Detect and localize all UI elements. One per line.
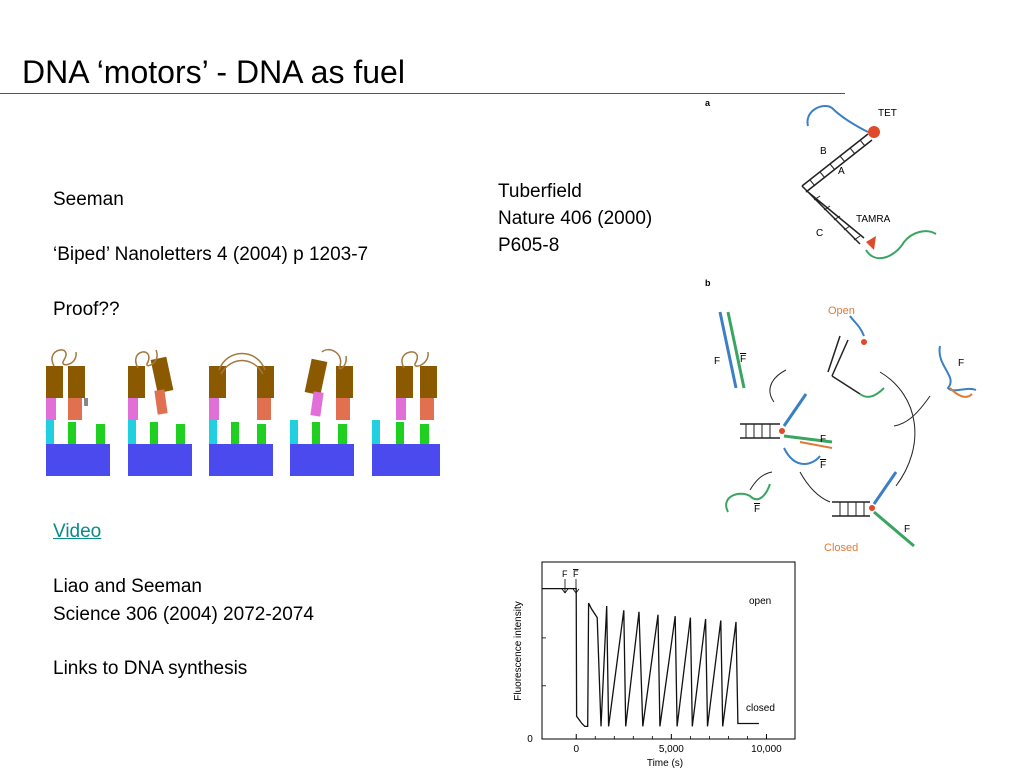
fluorescence-chart: 0 5,000 10,000 Fluorescence intensity Time… (513, 561, 796, 768)
label-c: C (816, 228, 823, 239)
walker-frame-4 (290, 348, 354, 476)
annotation-closed: closed (746, 703, 775, 714)
label-a: A (838, 166, 845, 177)
label-f-2: F (958, 358, 964, 369)
label-fbar-1: F (740, 354, 746, 365)
series-layer (542, 587, 759, 728)
slide-title: DNA ‘motors’ - DNA as fuel (22, 54, 405, 90)
y-tick-0: 0 (527, 734, 533, 745)
strand-green (865, 230, 937, 260)
biped-reference: ‘Biped’ Nanoletters 4 (2004) p 1203-7 (53, 244, 369, 265)
x-tick-label-0: 0 (573, 744, 579, 755)
annotation-arrows (561, 579, 580, 594)
tuberfield-line2: Nature 406 (2000) (498, 208, 653, 229)
label-f-4: F (904, 524, 910, 535)
figure-panel-b: b Open Closed F F F F F F F (705, 278, 977, 554)
x-axis-label: Time (s) (647, 758, 683, 768)
label-open: Open (828, 305, 855, 317)
tamra-dye (866, 236, 876, 250)
liao-seeman-line2: Science 306 (2004) 2072-2074 (53, 604, 314, 625)
strand-b-blue (806, 105, 869, 133)
x-tick-label-2: 10,000 (751, 744, 782, 755)
label-fbar-2: F (820, 460, 826, 471)
label-fbar-3: F (754, 504, 760, 515)
label-f-3: F (820, 434, 826, 445)
liao-seeman-line1: Liao and Seeman (53, 576, 202, 597)
panel-a-letter: a (705, 98, 711, 108)
author-seeman: Seeman (53, 189, 124, 210)
label-closed: Closed (824, 542, 858, 554)
tuberfield-line3: P605-8 (498, 235, 560, 256)
tuberfield-line1: Tuberfield (498, 181, 582, 202)
title-divider (0, 93, 845, 94)
y-axis-label: Fluorescence intensity (513, 601, 524, 701)
plot-frame (541, 561, 796, 740)
annotation-fbar: F (573, 569, 579, 579)
annotation-f: F (562, 569, 568, 579)
x-axis-ticks: 0 5,000 10,000 (542, 588, 782, 755)
annotation-open: open (749, 596, 771, 607)
label-b: B (820, 146, 827, 157)
panel-b-letter: b (705, 278, 711, 288)
x-tick-label-1: 5,000 (659, 744, 684, 755)
series-line-0 (542, 587, 759, 728)
figure-panel-a: a TET B A C TAMRA (705, 98, 937, 260)
walker-frame-3 (209, 352, 274, 476)
video-link[interactable]: Video (53, 521, 102, 542)
biped-walker-illustration (46, 348, 440, 476)
label-f-1: F (714, 356, 720, 367)
label-tet: TET (878, 108, 897, 119)
walker-frame-2 (128, 349, 192, 476)
links-dna-synthesis: Links to DNA synthesis (53, 658, 248, 679)
walker-frame-1 (46, 349, 110, 476)
walker-frame-5 (372, 351, 440, 476)
proof-text: Proof?? (53, 299, 120, 320)
label-tamra: TAMRA (856, 214, 891, 225)
tet-dye (868, 126, 880, 138)
